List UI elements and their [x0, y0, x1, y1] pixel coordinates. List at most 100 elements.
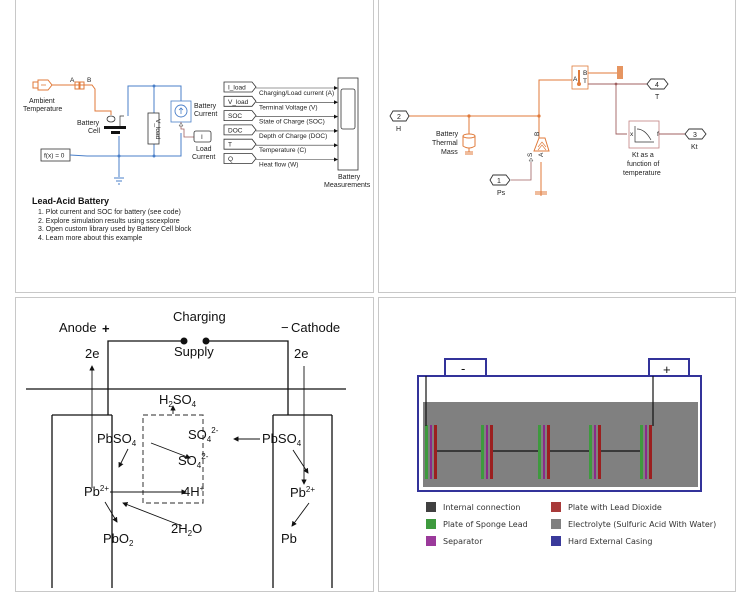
- note-item[interactable]: 2. Explore simulation results using ssce…: [38, 217, 180, 225]
- thermal-subsystem-panel: 2 H Battery Thermal Mass B A S 1 Ps: [378, 0, 736, 293]
- heat-flow-source-block[interactable]: B A S: [527, 132, 550, 196]
- legend-label: Separator: [443, 537, 483, 546]
- legend-swatch: [426, 536, 436, 546]
- legend-swatch: [551, 536, 561, 546]
- legend-item: Separator: [426, 536, 483, 546]
- supply-label: Supply: [174, 344, 214, 359]
- svg-text:A: A: [573, 76, 578, 83]
- cells: [425, 376, 654, 479]
- right-pbso4: PbSO4: [262, 431, 302, 448]
- signal-tag[interactable]: Q: [223, 153, 257, 164]
- supply-terminal: [180, 337, 188, 345]
- ambient-temperature-block[interactable]: [32, 79, 53, 91]
- signal-tag[interactable]: DOC: [223, 124, 257, 136]
- battery-cell-block[interactable]: [104, 115, 126, 134]
- svg-text:2: 2: [397, 114, 401, 121]
- legend-item: Internal connection: [426, 502, 520, 512]
- anode-label: Anode: [59, 320, 97, 335]
- legend-item: Hard External Casing: [551, 536, 652, 546]
- voltage-sensor-block[interactable]: V_load: [147, 112, 161, 145]
- lookup-label: Kt as a: [632, 152, 654, 159]
- note-item[interactable]: 4. Learn more about this example: [38, 234, 143, 242]
- legend-item: Plate with Lead Dioxide: [551, 502, 662, 512]
- electrolyte: [423, 402, 698, 487]
- port-ps[interactable]: 1: [489, 174, 511, 186]
- sponge-lead-plate: [425, 425, 428, 479]
- svg-text:4: 4: [655, 82, 659, 89]
- battery-current-label-2: Current: [194, 111, 217, 118]
- cathode-label: Cathode: [291, 320, 340, 335]
- cell: [538, 425, 550, 479]
- scope-label: Battery: [338, 174, 361, 181]
- legend-label: Plate of Sponge Lead: [443, 520, 528, 529]
- signal-description: State of Charge (SOC): [259, 119, 325, 126]
- thermal-resistance-block[interactable]: A B: [70, 77, 91, 90]
- svg-text:I: I: [201, 134, 203, 141]
- left-pbso4: PbSO4: [97, 431, 137, 448]
- solver-configuration-block[interactable]: f(x) = 0: [40, 148, 71, 162]
- signal-description: Terminal Voltage (V): [259, 104, 318, 111]
- negative-terminal: -: [444, 358, 487, 377]
- battery-measurements-scope[interactable]: [337, 77, 359, 171]
- left-pb-ion: Pb2+: [84, 484, 109, 499]
- sponge-lead-plate: [589, 425, 592, 479]
- signal-tag[interactable]: SOC: [223, 110, 257, 121]
- battery-current-source-block[interactable]: [170, 100, 192, 123]
- signal-tag[interactable]: T: [223, 138, 257, 150]
- separator: [430, 425, 432, 479]
- port-kt[interactable]: 3: [684, 128, 707, 140]
- thermal-connection-2: [85, 84, 112, 115]
- supply-circuit: [107, 340, 289, 415]
- svg-text:f(x) = 0: f(x) = 0: [44, 153, 65, 160]
- left-pbo2: PbO2: [103, 531, 134, 548]
- model-notes: 1. Plot current and SOC for battery (see…: [38, 209, 191, 243]
- thermal-mass-label-3: Mass: [441, 149, 458, 156]
- right-electrons: 2e: [294, 346, 308, 361]
- signal-tag-label: I_load: [228, 85, 246, 92]
- electrolyte-formula: H2SO4: [159, 392, 197, 409]
- port-t[interactable]: 4: [646, 78, 669, 90]
- signal-description: Temperature (C): [259, 147, 306, 154]
- legend-swatch: [551, 519, 561, 529]
- legend-item: Electrolyte (Sulfuric Acid With Water): [551, 519, 716, 529]
- right-pb: Pb: [281, 531, 297, 546]
- legend-swatch: [426, 519, 436, 529]
- signal-line: [180, 122, 194, 138]
- port-t-label: T: [655, 94, 660, 101]
- reaction-arrows: [104, 436, 310, 527]
- ground-icon: [114, 177, 124, 185]
- svg-text:+: +: [663, 362, 671, 377]
- sponge-lead-plate: [640, 425, 643, 479]
- center-h-ions: 4H+: [183, 484, 205, 499]
- electrical-wiring: [87, 85, 182, 177]
- lead-dioxide-plate: [598, 425, 601, 479]
- signal-tag-label: V_load: [228, 99, 249, 106]
- battery-cell-label-2: Cell: [88, 128, 101, 135]
- svg-text:-: -: [461, 361, 465, 376]
- separator: [543, 425, 545, 479]
- legend-label: Internal connection: [443, 503, 520, 512]
- svg-text:A: A: [70, 77, 75, 84]
- signal-tag-label: DOC: [228, 127, 243, 134]
- battery-thermal-mass-block[interactable]: [462, 133, 476, 155]
- legend: Internal connection Plate with Lead Dioxi…: [426, 502, 716, 546]
- svg-text:V_load: V_load: [154, 119, 161, 140]
- port-h[interactable]: 2: [389, 110, 410, 122]
- signal-tag[interactable]: V_load: [223, 95, 257, 107]
- note-item[interactable]: 3. Open custom library used by Battery C…: [38, 226, 192, 234]
- lookup-label-3: temperature: [623, 170, 661, 177]
- lead-dioxide-plate: [434, 425, 437, 479]
- legend-item: Plate of Sponge Lead: [426, 519, 528, 529]
- legend-label: Electrolyte (Sulfuric Acid With Water): [568, 520, 716, 529]
- legend-swatch: [426, 502, 436, 512]
- note-item[interactable]: 1. Plot current and SOC for battery (see…: [38, 209, 181, 216]
- load-current-block[interactable]: I: [193, 130, 212, 143]
- signal-tag-label: T: [228, 142, 232, 149]
- temperature-sensor-block[interactable]: A B T: [571, 65, 589, 90]
- charging-chemistry-diagram: Anode + Charging Supply − Cathode 2e 2e …: [26, 309, 346, 588]
- separator: [594, 425, 596, 479]
- legend-label: Hard External Casing: [568, 537, 652, 546]
- signal-tag[interactable]: I_load: [223, 81, 257, 93]
- kt-lookup-table-block[interactable]: x f: [628, 120, 660, 149]
